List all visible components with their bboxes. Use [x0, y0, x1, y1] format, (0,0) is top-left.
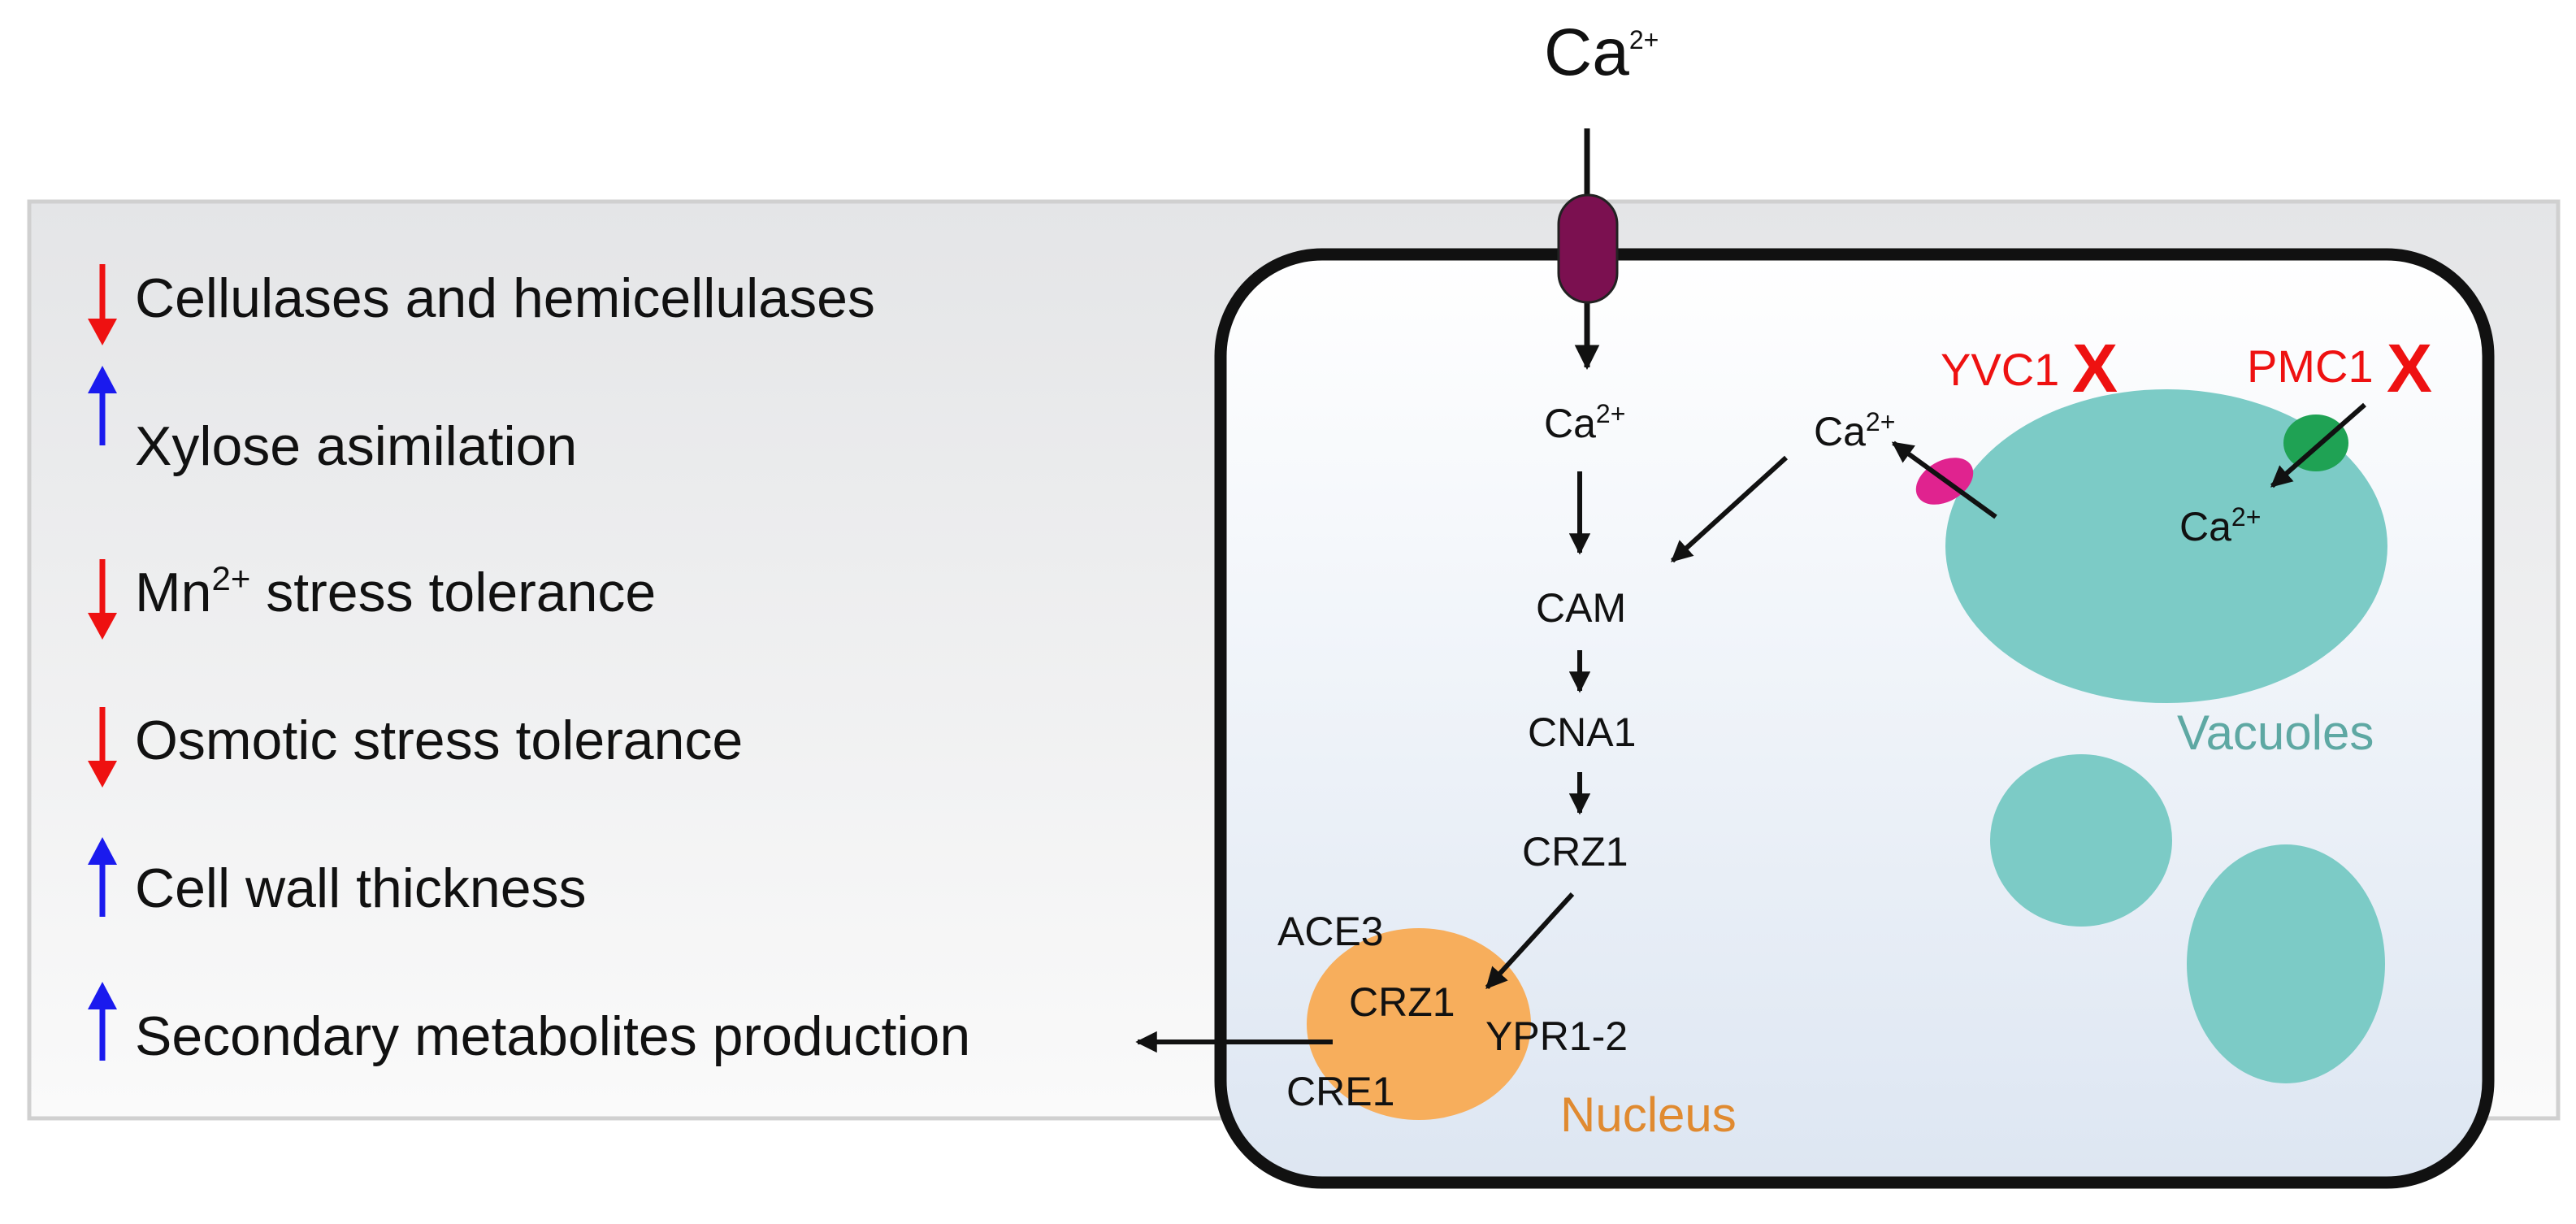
- up-arrow-head-icon: [88, 366, 117, 393]
- factor-cre1: CRE1: [1286, 1069, 1394, 1114]
- effect-item: Mn2+ stress tolerance: [88, 559, 656, 640]
- effect-text: Osmotic stress tolerance: [135, 710, 743, 771]
- small-vacuole-2: [2187, 844, 2385, 1083]
- effect-text: Xylose asimilation: [135, 415, 577, 477]
- effect-item: Secondary metabolites production: [88, 982, 970, 1067]
- effect-text: Secondary metabolites production: [135, 1005, 970, 1067]
- factor-crz1: CRZ1: [1349, 979, 1455, 1025]
- cytosolic-calcium: Ca2+: [1544, 399, 1625, 446]
- pathway-cam: CAM: [1536, 585, 1626, 631]
- effect-text: Mn2+ stress tolerance: [135, 559, 656, 623]
- down-arrow-head-icon: [88, 613, 117, 640]
- nucleus: [1307, 928, 1531, 1120]
- up-arrow-head-icon: [88, 837, 117, 865]
- effects-list: Cellulases and hemicellulases Xylose asi…: [88, 264, 970, 1067]
- arrow-yvc1-release: [1891, 441, 1997, 519]
- calcium-channel: [1557, 193, 1619, 304]
- pathway-crz1: CRZ1: [1522, 829, 1628, 875]
- yvc1-label: YVC1: [1941, 344, 2059, 395]
- factor-ypr1-2: YPR1-2: [1485, 1013, 1628, 1059]
- effect-item: Cell wall thickness: [88, 837, 587, 919]
- down-arrow-head-icon: [88, 761, 117, 788]
- down-arrow-head-icon: [88, 319, 117, 345]
- pmc1-knockout-mark: X: [2387, 330, 2432, 406]
- effect-item: Cellulases and hemicellulases: [88, 264, 875, 345]
- nucleus-label: Nucleus: [1560, 1087, 1737, 1142]
- pmc1-transporter: [2283, 415, 2348, 471]
- released-calcium: Ca2+: [1814, 407, 1895, 454]
- effect-item: Osmotic stress tolerance: [88, 707, 743, 788]
- up-arrow-head-icon: [88, 982, 117, 1009]
- vacuole-label: Vacuoles: [2177, 705, 2374, 760]
- vacuole-calcium: Ca2+: [2179, 502, 2261, 549]
- arrow-released-to-cam: [1670, 455, 1789, 563]
- yvc1-knockout-mark: X: [2072, 330, 2118, 406]
- small-vacuole-1: [1990, 754, 2172, 927]
- pathway-cna1: CNA1: [1528, 710, 1636, 755]
- effect-item: Xylose asimilation: [88, 366, 577, 477]
- pmc1-label: PMC1: [2247, 341, 2374, 392]
- extracellular-calcium: Ca2+: [1544, 15, 1659, 89]
- effect-text: Cellulases and hemicellulases: [135, 267, 875, 329]
- arrow-pmc1-uptake: [2270, 402, 2366, 488]
- effect-text: Cell wall thickness: [135, 857, 587, 919]
- factor-ace3: ACE3: [1277, 909, 1384, 954]
- arrow-crz1-to-nucleus: [1485, 892, 1575, 990]
